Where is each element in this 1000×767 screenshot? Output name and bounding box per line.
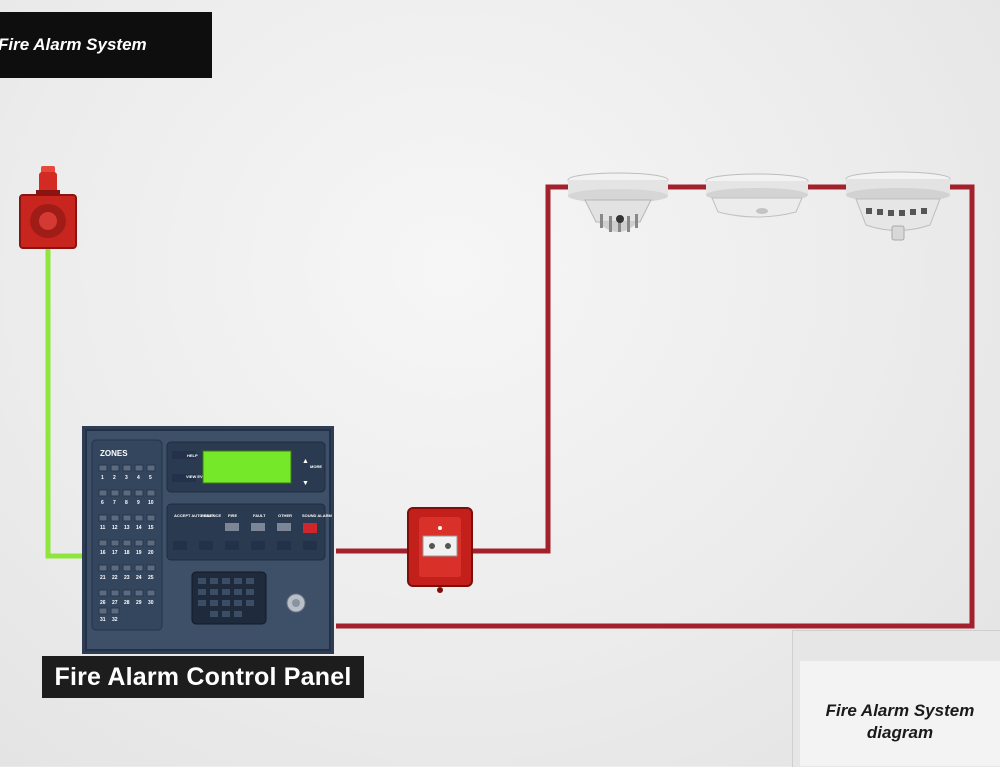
manual-call-point-icon bbox=[407, 507, 473, 593]
beacon-sounder-icon bbox=[19, 166, 77, 249]
zone-indicator-grid bbox=[98, 464, 156, 615]
svg-text:13: 13 bbox=[124, 525, 130, 531]
svg-text:18: 18 bbox=[124, 550, 130, 556]
zones-label: ZONES bbox=[100, 449, 128, 458]
svg-text:2: 2 bbox=[113, 475, 116, 481]
svg-text:21: 21 bbox=[100, 575, 106, 581]
svg-text:FIRE: FIRE bbox=[228, 513, 237, 518]
svg-text:23: 23 bbox=[124, 575, 130, 581]
svg-text:25: 25 bbox=[148, 575, 154, 581]
svg-text:28: 28 bbox=[124, 600, 130, 606]
lcd-display bbox=[202, 450, 292, 484]
svg-text:8: 8 bbox=[125, 500, 128, 506]
svg-text:16: 16 bbox=[100, 550, 106, 556]
svg-text:17: 17 bbox=[112, 550, 118, 556]
multi-sensor-detector-icon bbox=[845, 171, 951, 241]
heat-detector-icon bbox=[567, 172, 669, 232]
smoke-detector-icon bbox=[705, 173, 809, 218]
svg-text:19: 19 bbox=[136, 550, 142, 556]
svg-text:10: 10 bbox=[148, 500, 154, 506]
diagram-title: Fire Alarm System bbox=[0, 35, 147, 54]
svg-text:RESET: RESET bbox=[201, 513, 215, 518]
svg-text:1: 1 bbox=[101, 475, 104, 481]
svg-text:SOUND ALARM: SOUND ALARM bbox=[302, 513, 333, 518]
svg-text:OTHER: OTHER bbox=[278, 513, 292, 518]
svg-text:31: 31 bbox=[100, 617, 106, 623]
diagram-caption: Fire Alarm System diagram bbox=[808, 700, 992, 744]
svg-text:29: 29 bbox=[136, 600, 142, 606]
diagram-title-box: Fire Alarm System bbox=[0, 12, 212, 78]
svg-text:6: 6 bbox=[101, 500, 104, 506]
caption-line-1: Fire Alarm System bbox=[825, 701, 975, 720]
svg-text:9: 9 bbox=[137, 500, 140, 506]
svg-text:ACCEPT AUTO SILENCE: ACCEPT AUTO SILENCE bbox=[174, 513, 221, 518]
svg-text:11: 11 bbox=[100, 525, 106, 531]
control-panel-label: Fire Alarm Control Panel bbox=[54, 662, 352, 691]
svg-text:▼: ▼ bbox=[302, 480, 309, 487]
keypad bbox=[191, 571, 267, 625]
sounder-wire bbox=[45, 248, 86, 559]
svg-text:4: 4 bbox=[137, 475, 140, 481]
svg-text:12: 12 bbox=[112, 525, 118, 531]
svg-text:26: 26 bbox=[100, 600, 106, 606]
svg-text:VIEW EVENTS: VIEW EVENTS bbox=[186, 474, 214, 479]
control-panel-label-box: Fire Alarm Control Panel bbox=[42, 656, 364, 698]
svg-text:▲: ▲ bbox=[302, 458, 309, 465]
caption-line-2: diagram bbox=[866, 723, 934, 742]
svg-text:32: 32 bbox=[112, 617, 118, 623]
svg-text:20: 20 bbox=[148, 550, 154, 556]
svg-text:5: 5 bbox=[149, 475, 152, 481]
svg-text:3: 3 bbox=[125, 475, 128, 481]
svg-text:14: 14 bbox=[136, 525, 142, 531]
caption-panel bbox=[800, 661, 1000, 766]
svg-text:22: 22 bbox=[112, 575, 118, 581]
svg-text:24: 24 bbox=[136, 575, 142, 581]
svg-text:HELP: HELP bbox=[187, 453, 198, 458]
svg-text:27: 27 bbox=[112, 600, 118, 606]
fire-alarm-control-panel: ZONES 1 2 3 4 5 6 7 8 9 10 11 12 13 14 1… bbox=[82, 426, 334, 654]
zone-numbers: 1 2 3 4 5 6 7 8 9 10 11 12 13 14 15 16 1… bbox=[100, 475, 154, 623]
svg-text:FAULT: FAULT bbox=[253, 513, 266, 518]
svg-text:7: 7 bbox=[113, 500, 116, 506]
svg-text:30: 30 bbox=[148, 600, 154, 606]
svg-text:MORE: MORE bbox=[310, 464, 322, 469]
svg-text:15: 15 bbox=[148, 525, 154, 531]
key-switch-icon bbox=[286, 593, 306, 613]
